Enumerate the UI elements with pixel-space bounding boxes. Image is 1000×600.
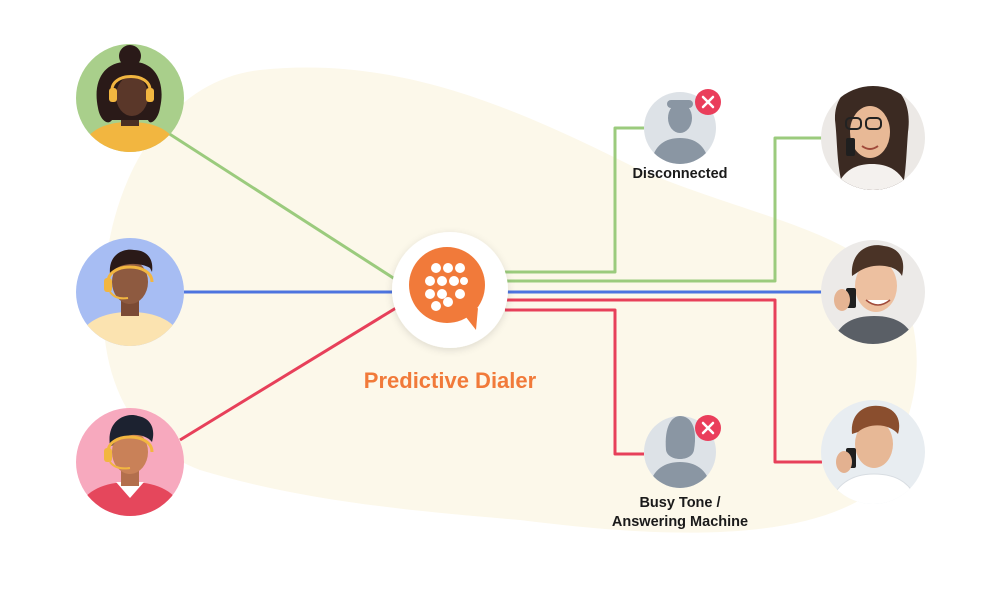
dialer-title: Predictive Dialer: [363, 368, 537, 393]
disconnected-silhouette: [644, 89, 721, 164]
customer-1-avatar: [821, 86, 925, 190]
line-agent-1: [167, 131, 399, 283]
close-icon: [695, 415, 721, 441]
close-icon: [695, 89, 721, 115]
agent-3-avatar: [76, 408, 184, 516]
busy-tone-label: Busy Tone / Answering Machine: [580, 494, 780, 532]
customer-3-avatar: [821, 400, 925, 504]
line-to-customer-3: [505, 298, 822, 464]
dialpad-chat-icon: [425, 263, 468, 311]
connection-lines: [167, 126, 822, 464]
busy-tone-label-line-2: Answering Machine: [611, 514, 749, 530]
dialer-hub: [392, 232, 508, 348]
busy-tone-label-line-1: Busy Tone /: [639, 495, 721, 511]
line-to-customer-1: [505, 136, 822, 283]
busy-silhouette: [644, 415, 721, 488]
line-to-busy: [505, 308, 644, 456]
disconnected-label: Disconnected: [632, 166, 728, 182]
line-to-disconnected: [505, 126, 644, 274]
line-agent-3: [179, 306, 397, 442]
